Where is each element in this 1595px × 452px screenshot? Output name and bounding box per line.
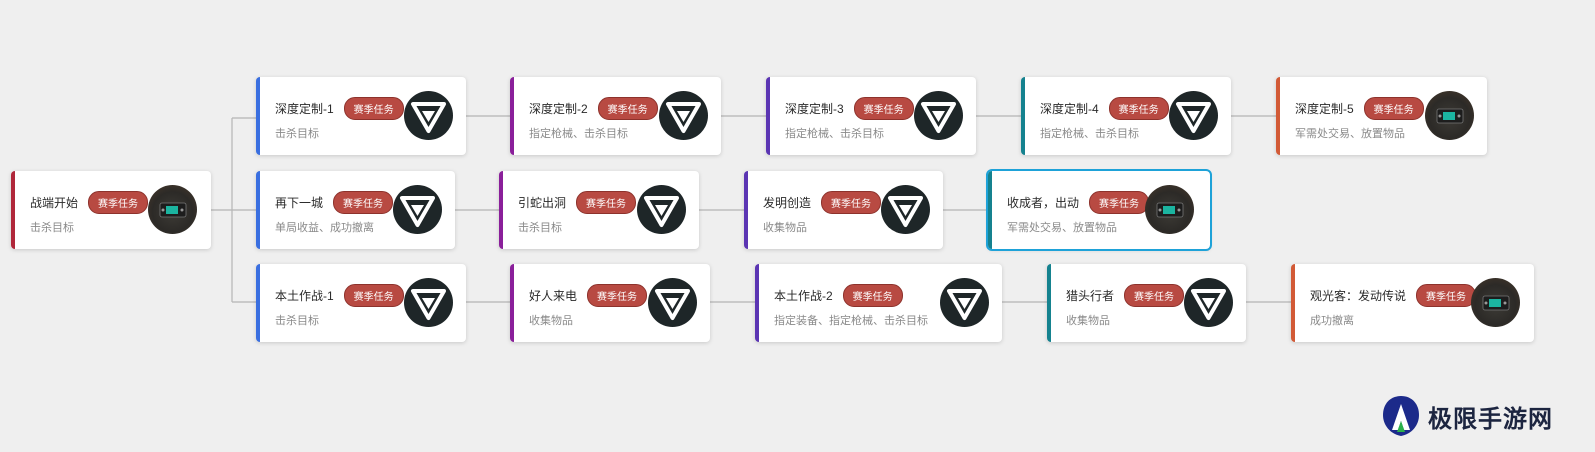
v-logo-icon — [881, 185, 930, 234]
site-logo-icon — [1383, 396, 1419, 436]
task-subtitle: 军需处交易、放置物品 — [1007, 222, 1117, 234]
task-node-zaixia[interactable]: 再下一城 赛季任务 单局收益、成功撤离 — [256, 171, 455, 249]
v-logo-icon — [404, 91, 453, 140]
task-title: 猎头行者 — [1066, 289, 1115, 303]
task-subtitle: 指定枪械、击杀目标 — [529, 128, 628, 140]
v-logo-icon — [659, 91, 708, 140]
task-title: 本土作战-1 — [275, 289, 334, 303]
season-task-badge: 赛季任务 — [821, 191, 882, 214]
task-subtitle: 击杀目标 — [30, 222, 74, 234]
task-node-shendu-2[interactable]: 深度定制-2 赛季任务 指定枪械、击杀目标 — [510, 77, 721, 155]
task-subtitle: 指定枪械、击杀目标 — [785, 128, 884, 140]
device-photo-icon — [1471, 278, 1520, 327]
task-title: 观光客：发动传说 — [1310, 289, 1407, 303]
task-subtitle: 指定装备、指定枪械、击杀目标 — [774, 315, 928, 327]
task-subtitle: 击杀目标 — [275, 128, 319, 140]
task-title: 深度定制-5 — [1295, 102, 1354, 116]
task-node-faming[interactable]: 发明创造 赛季任务 收集物品 — [744, 171, 943, 249]
task-title: 再下一城 — [275, 196, 324, 210]
task-node-start[interactable]: 战端开始 赛季任务 击杀目标 — [11, 171, 211, 249]
task-title: 收成者，出动 — [1007, 196, 1080, 210]
v-logo-icon — [1184, 278, 1233, 327]
task-node-shendu-3[interactable]: 深度定制-3 赛季任务 指定枪械、击杀目标 — [766, 77, 976, 155]
task-subtitle: 收集物品 — [763, 222, 807, 234]
device-photo-icon — [1145, 185, 1194, 234]
season-task-badge: 赛季任务 — [88, 191, 149, 214]
task-node-haoren[interactable]: 好人来电 赛季任务 收集物品 — [510, 264, 710, 342]
device-photo-icon — [1425, 91, 1474, 140]
task-title: 深度定制-4 — [1040, 102, 1099, 116]
task-title: 好人来电 — [529, 289, 578, 303]
v-logo-icon — [914, 91, 963, 140]
season-task-badge: 赛季任务 — [1416, 284, 1477, 307]
task-node-shouchengzhe[interactable]: 收成者，出动 赛季任务 军需处交易、放置物品 — [986, 169, 1212, 251]
task-node-bentu-2[interactable]: 本土作战-2 赛季任务 指定装备、指定枪械、击杀目标 — [755, 264, 1002, 342]
task-subtitle: 成功撤离 — [1310, 315, 1354, 327]
season-task-badge: 赛季任务 — [1124, 284, 1185, 307]
task-subtitle: 击杀目标 — [275, 315, 319, 327]
task-title: 本土作战-2 — [774, 289, 833, 303]
task-subtitle: 军需处交易、放置物品 — [1295, 128, 1405, 140]
v-logo-icon — [648, 278, 697, 327]
season-task-badge: 赛季任务 — [842, 284, 903, 307]
season-task-badge: 赛季任务 — [1089, 191, 1150, 214]
task-subtitle: 单局收益、成功撤离 — [275, 222, 374, 234]
task-node-bentu-1[interactable]: 本土作战-1 赛季任务 击杀目标 — [256, 264, 466, 342]
task-node-yinshe[interactable]: 引蛇出洞 赛季任务 击杀目标 — [499, 171, 699, 249]
v-logo-icon — [940, 278, 989, 327]
v-logo-icon — [1169, 91, 1218, 140]
task-subtitle: 收集物品 — [1066, 315, 1110, 327]
v-logo-icon — [404, 278, 453, 327]
task-subtitle: 指定枪械、击杀目标 — [1040, 128, 1139, 140]
season-task-badge: 赛季任务 — [576, 191, 637, 214]
v-logo-icon — [393, 185, 442, 234]
task-title: 战端开始 — [30, 196, 79, 210]
task-node-shendu-4[interactable]: 深度定制-4 赛季任务 指定枪械、击杀目标 — [1021, 77, 1231, 155]
season-task-badge: 赛季任务 — [1363, 97, 1424, 120]
task-node-guanguangke[interactable]: 观光客：发动传说 赛季任务 成功撤离 — [1291, 264, 1534, 342]
task-title: 引蛇出洞 — [518, 196, 567, 210]
task-title: 发明创造 — [763, 196, 812, 210]
task-title: 深度定制-3 — [785, 102, 844, 116]
season-task-badge: 赛季任务 — [587, 284, 648, 307]
task-node-shendu-1[interactable]: 深度定制-1 赛季任务 击杀目标 — [256, 77, 466, 155]
season-task-badge: 赛季任务 — [853, 97, 914, 120]
watermark-text: 极限手游网 — [1428, 403, 1553, 433]
task-subtitle: 收集物品 — [529, 315, 573, 327]
season-task-badge: 赛季任务 — [343, 97, 404, 120]
season-task-badge: 赛季任务 — [343, 284, 404, 307]
task-title: 深度定制-1 — [275, 102, 334, 116]
task-node-lietou[interactable]: 猎头行者 赛季任务 收集物品 — [1047, 264, 1246, 342]
site-watermark: 极限手游网 — [1380, 394, 1553, 438]
task-node-shendu-5[interactable]: 深度定制-5 赛季任务 军需处交易、放置物品 — [1276, 77, 1487, 155]
task-subtitle: 击杀目标 — [518, 222, 562, 234]
device-photo-icon — [148, 185, 197, 234]
v-logo-icon — [637, 185, 686, 234]
season-task-badge: 赛季任务 — [597, 97, 658, 120]
task-title: 深度定制-2 — [529, 102, 588, 116]
season-task-badge: 赛季任务 — [1108, 97, 1169, 120]
season-task-badge: 赛季任务 — [333, 191, 394, 214]
